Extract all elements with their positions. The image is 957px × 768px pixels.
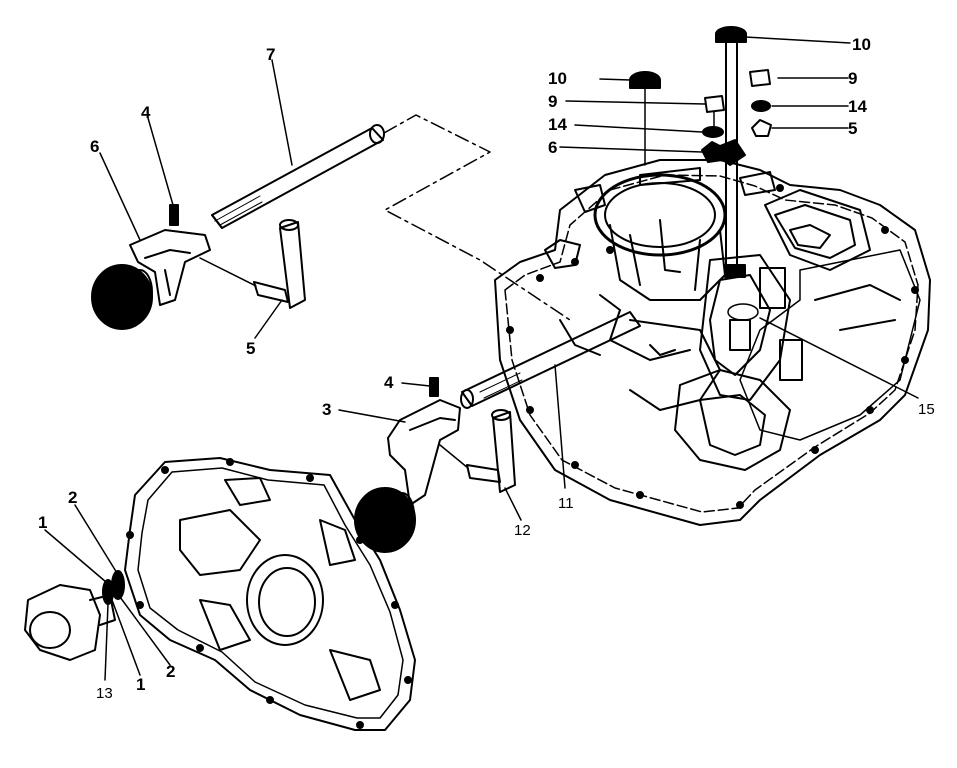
shaft-7: [211, 124, 385, 229]
front-cover: [124, 457, 416, 731]
leader-lines: [44, 36, 919, 681]
callout-4-upper: 4: [141, 103, 151, 122]
callout-12: 12: [514, 522, 531, 539]
callout-15: 15: [918, 401, 935, 418]
fork-6: [129, 229, 211, 306]
gear-lower: [354, 487, 416, 553]
callout-14-right: 14: [848, 97, 867, 116]
nut-6-left: [701, 141, 725, 163]
callout-4-lower: 4: [384, 373, 394, 392]
lever-12: [439, 409, 516, 493]
plug-10: [629, 71, 661, 166]
callout-3: 3: [322, 400, 331, 419]
roll-pin-4-lower: [429, 377, 439, 397]
callout-2-bottom: 2: [166, 662, 175, 681]
callout-5-right: 5: [848, 119, 857, 138]
callout-6-upper: 6: [90, 137, 99, 156]
screw-9-right: [749, 69, 771, 87]
washer-14-left: [702, 126, 724, 138]
shaft-11: [460, 311, 641, 409]
callout-14-left: 14: [548, 115, 567, 134]
transmission-case: [494, 139, 931, 526]
gear-upper: [91, 264, 153, 330]
callout-10-right: 10: [852, 35, 871, 54]
screw-9-left: [704, 95, 725, 131]
callout-7: 7: [266, 45, 275, 64]
detent-line-upper: [383, 114, 571, 321]
callout-5-lower: 5: [246, 339, 255, 358]
washer-14-right: [751, 100, 771, 112]
callout-2-top: 2: [68, 488, 77, 507]
callout-10-left: 10: [548, 69, 567, 88]
fork-3: [387, 399, 461, 506]
callout-1-bottom: 1: [136, 675, 145, 694]
nut-5-right: [751, 119, 772, 137]
callout-6-top: 6: [548, 138, 557, 157]
callout-13: 13: [96, 685, 113, 702]
callout-9-right: 9: [848, 69, 857, 88]
roll-pin-4-upper: [169, 204, 179, 226]
callout-1-top: 1: [38, 513, 47, 532]
callout-9-left: 9: [548, 92, 557, 111]
rod-10: [715, 26, 747, 271]
output-flange-13: [24, 584, 116, 661]
lever-5-upper: [199, 219, 306, 309]
callout-11: 11: [558, 495, 574, 512]
